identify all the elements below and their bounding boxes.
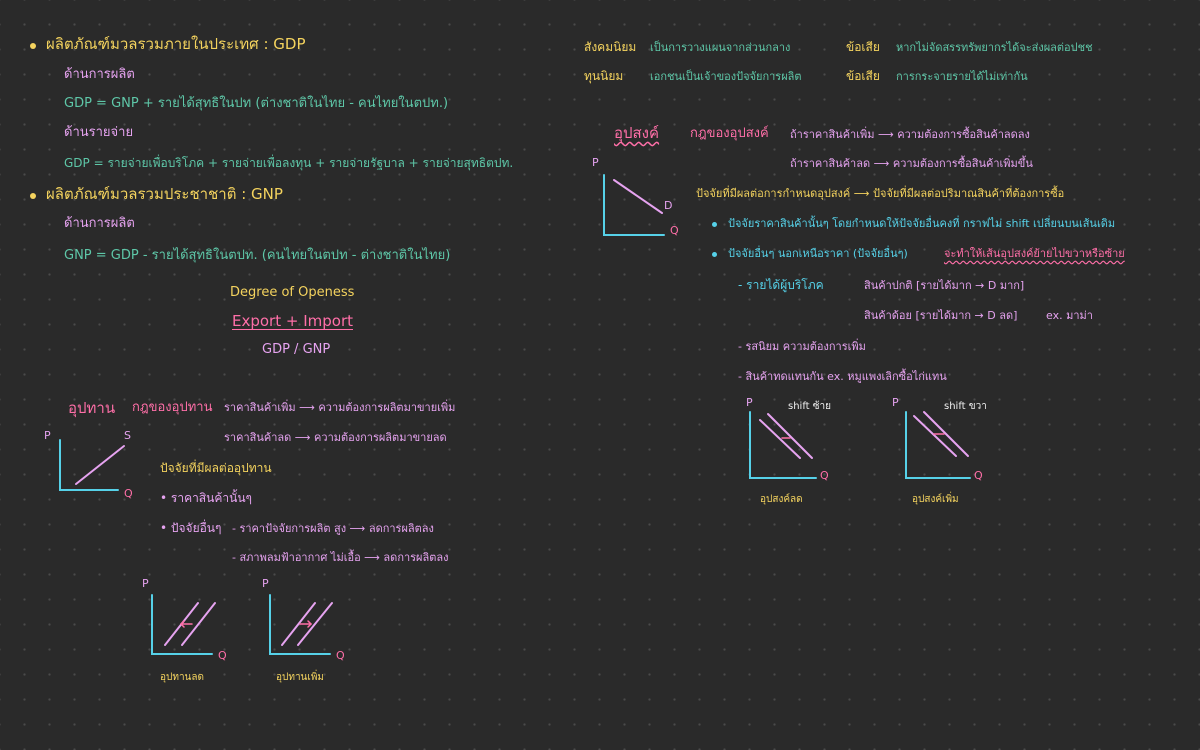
bullet-dot (712, 222, 717, 227)
gnp-production-label: ด้านการผลิต (64, 216, 135, 231)
supply-rule-2: ราคาสินค้าลด ⟶ ความต้องการผลิตมาขายลด (224, 431, 447, 444)
bullet-dot (712, 252, 717, 257)
demand-axis-q: Q (670, 224, 679, 237)
capitalism-label: ทุนนิยม (584, 69, 624, 83)
gdp-expenditure-label: ด้านรายจ่าย (64, 125, 134, 140)
supply-increase-graph (269, 594, 333, 655)
supply-law: กฎของอุปทาน (132, 400, 213, 415)
supply-decrease-label: อุปทานลด (160, 672, 205, 683)
gdp-expenditure-formula: GDP = รายจ่ายเพื่อบริโภค + รายจ่ายเพื่อล… (64, 156, 514, 170)
socialism-con-label: ข้อเสีย (846, 40, 880, 54)
supply-decrease-axis-q: Q (218, 649, 227, 662)
demand-graph (603, 174, 665, 236)
shift-left-label: shift ซ้าย (788, 401, 832, 412)
inferior-example: ex. มาม่า (1046, 309, 1093, 322)
demand-rule-1: ถ้าราคาสินค้าเพิ่ม ⟶ ความต้องการซื้อสินค… (790, 128, 1030, 141)
normal-goods: สินค้าปกติ [รายได้มาก → D มาก] (864, 279, 1025, 292)
demand-curve-d: D (664, 199, 673, 212)
demand-increase-label: อุปสงค์เพิ่ม (912, 494, 959, 505)
openness-title: Degree of Openess (230, 285, 355, 300)
gdp-heading: ผลิตภัณฑ์มวลรวมภายในประเทศ : GDP (46, 35, 306, 53)
supply-axis-p: P (44, 429, 51, 442)
supply-increase-axis-p: P (262, 577, 269, 590)
income-label: - รายได้ผู้บริโภค (738, 278, 824, 292)
socialism-label: สังคมนิยม (584, 40, 637, 54)
demand-factor-2a: ปัจจัยอื่นๆ นอกเหนือราคา (ปัจจัยอื่นๆ) (728, 247, 908, 260)
demand-factors: ปัจจัยที่มีผลต่อการกำหนดอุปสงค์ ⟶ ปัจจัย… (696, 187, 1065, 200)
gdp-production-formula: GDP = GNP + รายได้สุทธิในปท (ต่างชาติในไ… (64, 96, 449, 111)
socialism-con: หากไม่จัดสรรทรัพยากรได้จะส่งผลต่อปชช (896, 41, 1093, 54)
taste: - รสนิยม ความต้องการเพิ่ม (738, 340, 866, 353)
demand-increase-graph (905, 411, 971, 479)
gnp-heading: ผลิตภัณฑ์มวลรวมประชาชาติ : GNP (46, 185, 283, 203)
capitalism-con: การกระจายรายได้ไม่เท่ากัน (896, 70, 1028, 83)
demand-decrease-axis-p: P (746, 396, 753, 409)
demand-heading: อุปสงค์ (614, 124, 660, 142)
demand-axis-p: P (592, 156, 599, 169)
supply-factors: ปัจจัยที่มีผลต่ออุปทาน (160, 461, 272, 475)
supply-curve-s: S (124, 429, 131, 442)
demand-law: กฎของอุปสงค์ (690, 126, 769, 141)
bullet-dot (30, 43, 36, 49)
capitalism-con-label: ข้อเสีย (846, 69, 880, 83)
supply-graph (59, 439, 125, 491)
supply-rule-1: ราคาสินค้าเพิ่ม ⟶ ความต้องการผลิตมาขายเพ… (224, 401, 456, 414)
supply-factor-2a: - ราคาปัจจัยการผลิต สูง ⟶ ลดการผลิตลง (232, 522, 434, 535)
demand-decrease-graph (749, 411, 817, 479)
gdp-production-label: ด้านการผลิต (64, 67, 135, 82)
bullet-dot (30, 193, 36, 199)
supply-axis-q: Q (124, 487, 133, 500)
supply-heading: อุปทาน (68, 399, 116, 417)
supply-decrease-graph (151, 594, 216, 655)
demand-factor-1: ปัจจัยราคาสินค้านั้นๆ โดยกำหนดให้ปัจจัยอ… (728, 217, 1116, 230)
supply-decrease-axis-p: P (142, 577, 149, 590)
supply-factor-1: • ราคาสินค้านั้นๆ (160, 491, 252, 505)
gnp-formula: GNP = GDP - รายได้สุทธิในตปท. (คนไทยในตป… (64, 248, 451, 263)
openness-numerator: Export + Import (232, 312, 353, 330)
supply-factor-2: • ปัจจัยอื่นๆ (160, 521, 222, 535)
supply-increase-label: อุปทานเพิ่ม (276, 672, 324, 683)
substitute: - สินค้าทดแทนกัน ex. หมูแพงเลิกซื้อไก่แท… (738, 370, 947, 383)
shift-right-label: shift ขวา (944, 401, 987, 412)
demand-increase-axis-q: Q (974, 469, 983, 482)
demand-rule-2: ถ้าราคาสินค้าลด ⟶ ความต้องการซื้อสินค้าเ… (790, 157, 1033, 170)
socialism-desc: เป็นการวางแผนจากส่วนกลาง (650, 41, 791, 54)
demand-decrease-axis-q: Q (820, 469, 829, 482)
inferior-goods: สินค้าด้อย [รายได้มาก → D ลด] (864, 309, 1018, 322)
supply-increase-axis-q: Q (336, 649, 345, 662)
openness-denominator: GDP / GNP (262, 342, 331, 357)
demand-factor-2b: จะทำให้เส้นอุปสงค์ย้ายไปขวาหรือซ้าย (944, 247, 1125, 260)
supply-factor-2b: - สภาพลมฟ้าอากาศ ไม่เอื้อ ⟶ ลดการผลิตลง (232, 551, 449, 564)
demand-decrease-label: อุปสงค์ลด (760, 494, 803, 505)
demand-increase-axis-p: P (892, 396, 899, 409)
capitalism-desc: เอกชนเป็นเจ้าของปัจจัยการผลิต (650, 70, 802, 83)
